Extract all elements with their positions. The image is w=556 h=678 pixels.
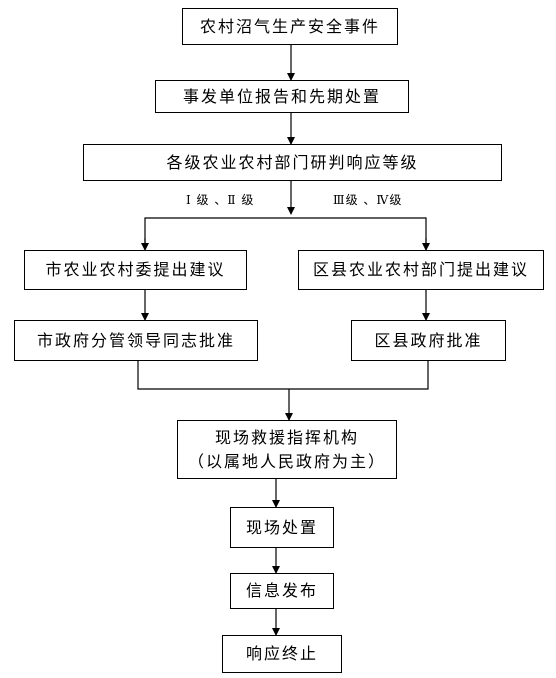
node-info: 信息发布 [230,573,334,609]
node-incident: 农村沼气生产安全事件 [182,8,398,45]
node-onsite: 现场处置 [230,507,334,548]
node-city-committee: 市农业农村委提出建议 [24,250,247,290]
node-end: 响应终止 [222,635,342,673]
node-assess: 各级农业农村部门研判响应等级 [83,144,502,181]
node-command-line1: 现场救援指挥机构 [214,428,359,448]
merge-bar [137,360,429,390]
node-command: 现场救援指挥机构 （以属地人民政府为主） [177,420,397,479]
node-district-dept: 区县农业农村部门提出建议 [298,250,544,290]
node-report: 事发单位报告和先期处置 [155,80,409,113]
node-city-approve: 市政府分管领导同志批准 [14,320,258,361]
label-left-branch: Ⅰ 级 、Ⅱ 级 [186,193,255,207]
node-command-line2: （以属地人民政府为主） [187,451,386,471]
node-district-approve: 区县政府批准 [351,320,506,361]
split-bar [144,217,427,249]
label-right-branch: Ⅲ级 、Ⅳ级 [333,193,403,207]
